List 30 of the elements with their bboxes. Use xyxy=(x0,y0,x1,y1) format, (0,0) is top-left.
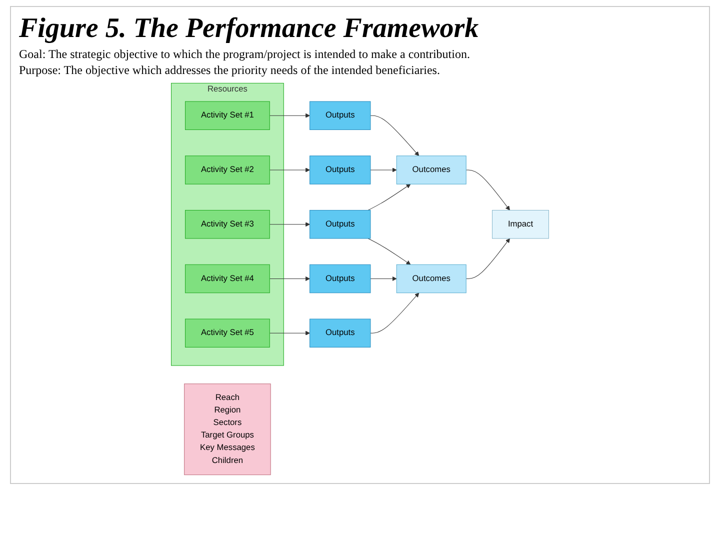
arrow xyxy=(466,238,510,279)
arrow xyxy=(269,276,310,282)
node-box: Activity Set #4 xyxy=(185,264,270,294)
note-text: Goal: The strategic objective to which the program/project is intended to make a contribution. xyxy=(19,47,471,62)
arrow xyxy=(466,170,510,210)
node-box: Outcomes xyxy=(396,264,466,294)
node-box: Outcomes xyxy=(396,156,466,184)
node-box: Reach Region Sectors Target Groups Key Messages Children xyxy=(184,384,271,476)
arrow xyxy=(368,184,411,210)
node-box: Outputs xyxy=(310,264,371,294)
node-box: Impact xyxy=(492,210,549,239)
node-box: Outputs xyxy=(310,101,371,130)
arrow xyxy=(269,168,310,172)
arrow xyxy=(368,238,411,265)
node-box: Outputs xyxy=(310,156,371,184)
note-text: Purpose: The objective which addresses the priority needs of the intended beneficiaries. xyxy=(19,63,441,78)
arrow xyxy=(370,115,420,156)
arrow xyxy=(269,113,310,118)
node-box: Activity Set #2 xyxy=(185,156,270,184)
arrow xyxy=(269,330,310,336)
node-box: Activity Set #1 xyxy=(185,101,270,130)
node-box: Outputs xyxy=(310,318,371,348)
title: Figure 5. The Performance Framework xyxy=(19,13,480,45)
arrow xyxy=(370,168,397,172)
arrow xyxy=(269,222,310,227)
node-box: Activity Set #3 xyxy=(185,210,270,239)
node-box: Activity Set #5 xyxy=(185,318,270,348)
arrow xyxy=(370,276,397,282)
node-box: Outputs xyxy=(310,210,371,239)
arrow xyxy=(370,292,420,334)
